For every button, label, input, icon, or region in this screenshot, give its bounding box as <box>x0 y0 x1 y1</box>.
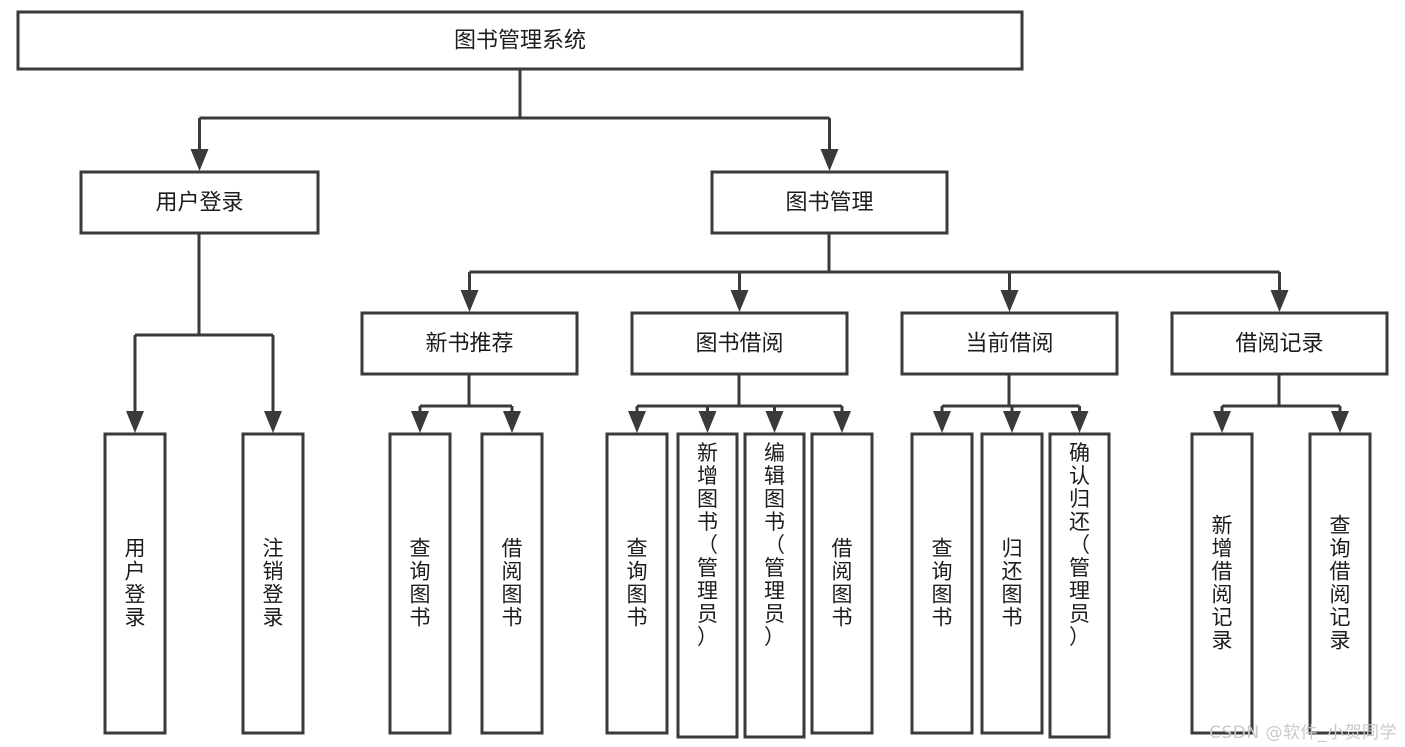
node-label-leaf10: 归还图书 <box>1002 536 1023 629</box>
arrow-head-icon <box>1213 411 1231 433</box>
arrow-head-icon <box>264 411 282 433</box>
connector-current <box>933 374 1089 433</box>
node-label-leaf5: 查询图书 <box>627 536 648 629</box>
node-box-leaf12[interactable] <box>1190 432 1254 735</box>
node-leaf4[interactable]: 借阅图书 <box>480 432 544 735</box>
node-layer: 图书管理系统用户登录图书管理新书推荐图书借阅当前借阅借阅记录用户登录注销登录查询… <box>16 10 1389 739</box>
node-label-leaf8: 借阅图书 <box>832 536 853 629</box>
node-label-leaf6: 新增图书（管理员） <box>697 441 718 649</box>
connector-root <box>190 69 839 171</box>
node-label-leaf7: 编辑图书（管理员） <box>764 441 785 649</box>
arrow-head-icon <box>730 290 749 312</box>
node-box-leaf8[interactable] <box>810 432 874 735</box>
node-label-leaf1: 用户登录 <box>125 536 146 629</box>
connector-bookmgmt <box>460 233 1289 312</box>
node-label-borrow: 图书借阅 <box>695 332 783 357</box>
node-box-borrow[interactable] <box>630 311 849 376</box>
node-box-leaf3[interactable] <box>388 432 452 735</box>
node-box-leaf10[interactable] <box>980 432 1044 735</box>
node-box-leaf5[interactable] <box>605 432 669 735</box>
node-leaf11[interactable]: 确认归还（管理员） <box>1048 432 1111 739</box>
node-leaf5[interactable]: 查询图书 <box>605 432 669 735</box>
arrow-head-icon <box>933 411 951 433</box>
arrow-head-icon <box>1003 411 1021 433</box>
node-box-leaf11[interactable] <box>1048 432 1111 739</box>
node-history[interactable]: 借阅记录 <box>1170 311 1389 376</box>
node-box-leaf2[interactable] <box>241 432 305 735</box>
node-leaf12[interactable]: 新增借阅记录 <box>1190 432 1254 735</box>
node-newrec[interactable]: 新书推荐 <box>360 311 579 376</box>
node-borrow[interactable]: 图书借阅 <box>630 311 849 376</box>
arrow-head-icon <box>698 411 717 433</box>
connector-login <box>126 233 282 433</box>
node-root[interactable]: 图书管理系统 <box>16 10 1024 71</box>
arrow-head-icon <box>833 411 851 433</box>
arrow-head-icon <box>411 411 429 433</box>
node-box-leaf4[interactable] <box>480 432 544 735</box>
connector-history <box>1213 374 1349 433</box>
node-box-bookmgmt[interactable] <box>710 170 949 235</box>
arrow-head-icon <box>460 290 479 312</box>
node-current[interactable]: 当前借阅 <box>900 311 1119 376</box>
node-label-leaf3: 查询图书 <box>410 536 431 629</box>
node-box-newrec[interactable] <box>360 311 579 376</box>
arrow-head-icon <box>1270 290 1289 312</box>
node-box-login[interactable] <box>79 170 320 235</box>
arrow-head-icon <box>1331 411 1349 433</box>
node-label-login: 用户登录 <box>155 191 243 216</box>
connector-layer <box>126 69 1349 433</box>
node-leaf1[interactable]: 用户登录 <box>103 432 167 735</box>
node-box-leaf9[interactable] <box>910 432 974 735</box>
node-box-leaf13[interactable] <box>1308 432 1372 735</box>
arrow-head-icon <box>1070 411 1089 433</box>
connector-newrec <box>411 374 521 433</box>
arrow-head-icon <box>190 149 209 171</box>
connector-borrow <box>628 374 851 433</box>
node-label-leaf2: 注销登录 <box>263 536 284 629</box>
node-box-leaf1[interactable] <box>103 432 167 735</box>
node-leaf10[interactable]: 归还图书 <box>980 432 1044 735</box>
node-label-leaf9: 查询图书 <box>932 536 953 629</box>
node-leaf9[interactable]: 查询图书 <box>910 432 974 735</box>
arrow-head-icon <box>126 411 144 433</box>
arrow-head-icon <box>765 411 784 433</box>
node-box-root[interactable] <box>16 10 1024 71</box>
node-leaf7[interactable]: 编辑图书（管理员） <box>743 432 806 739</box>
node-leaf6[interactable]: 新增图书（管理员） <box>676 432 739 739</box>
node-label-history: 借阅记录 <box>1235 332 1323 357</box>
node-box-current[interactable] <box>900 311 1119 376</box>
arrow-head-icon <box>628 411 646 433</box>
node-box-history[interactable] <box>1170 311 1389 376</box>
node-label-current: 当前借阅 <box>965 332 1053 357</box>
node-label-leaf11: 确认归还（管理员） <box>1069 441 1090 649</box>
node-label-leaf4: 借阅图书 <box>502 536 523 629</box>
arrow-head-icon <box>503 411 521 433</box>
node-bookmgmt[interactable]: 图书管理 <box>710 170 949 235</box>
node-leaf3[interactable]: 查询图书 <box>388 432 452 735</box>
node-label-bookmgmt: 图书管理 <box>785 191 873 216</box>
node-label-newrec: 新书推荐 <box>425 332 513 357</box>
node-login[interactable]: 用户登录 <box>79 170 320 235</box>
node-leaf2[interactable]: 注销登录 <box>241 432 305 735</box>
node-box-leaf7[interactable] <box>743 432 806 739</box>
arrow-head-icon <box>1000 290 1019 312</box>
node-leaf13[interactable]: 查询借阅记录 <box>1308 432 1372 735</box>
node-label-leaf12: 新增借阅记录 <box>1212 513 1233 652</box>
node-box-leaf6[interactable] <box>676 432 739 739</box>
node-label-root: 图书管理系统 <box>454 29 586 54</box>
arrow-head-icon <box>820 149 839 171</box>
node-leaf8[interactable]: 借阅图书 <box>810 432 874 735</box>
node-label-leaf13: 查询借阅记录 <box>1330 513 1351 652</box>
